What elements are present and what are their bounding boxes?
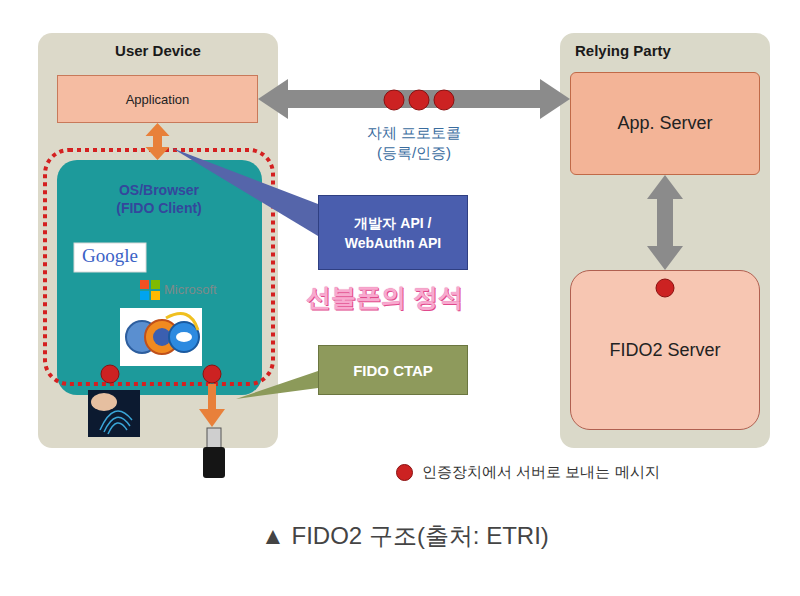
- application-box: Application: [57, 75, 258, 123]
- device-panel: User DeviceApplicationOS/Browser (FIDO C…: [38, 33, 278, 448]
- node-text: App. Server: [617, 113, 712, 134]
- legend-text: 인증장치에서 서버로 보내는 메시지: [422, 463, 660, 482]
- legend-swatch: [396, 464, 413, 481]
- protocol-arrow: [258, 79, 570, 119]
- figure-caption: ▲ FIDO2 구조(출처: ETRI): [0, 520, 800, 552]
- edge-label: 자체 프로토콜 (등록/인증): [358, 123, 470, 163]
- fido-client-box: OS/Browser (FIDO Client): [57, 160, 262, 395]
- node-text: OS/Browser (FIDO Client): [103, 181, 215, 217]
- api-callout: 개발자 API / WebAuthn API: [318, 195, 468, 270]
- node-text: User Device: [38, 42, 278, 59]
- node-text: Application: [126, 92, 190, 107]
- legend-entry: 인증장치에서 서버로 보내는 메시지: [396, 463, 660, 482]
- fido2-server-box: FIDO2 Server: [570, 270, 760, 430]
- ctap-callout: FIDO CTAP: [318, 345, 468, 395]
- node-text: 개발자 API / WebAuthn API: [329, 213, 457, 253]
- message-dot: [409, 90, 429, 110]
- message-dot: [384, 90, 404, 110]
- usb-key-body: [203, 447, 225, 478]
- node-text: FIDO2 Server: [609, 340, 720, 361]
- node-text: Relying Party: [575, 42, 671, 59]
- app-server-box: App. Server: [570, 72, 760, 175]
- node-text: FIDO CTAP: [353, 362, 433, 379]
- message-dot: [434, 90, 454, 110]
- watermark: 선불폰의 정석: [306, 281, 463, 314]
- relying-party-panel: Relying PartyApp. ServerFIDO2 Server: [560, 33, 770, 448]
